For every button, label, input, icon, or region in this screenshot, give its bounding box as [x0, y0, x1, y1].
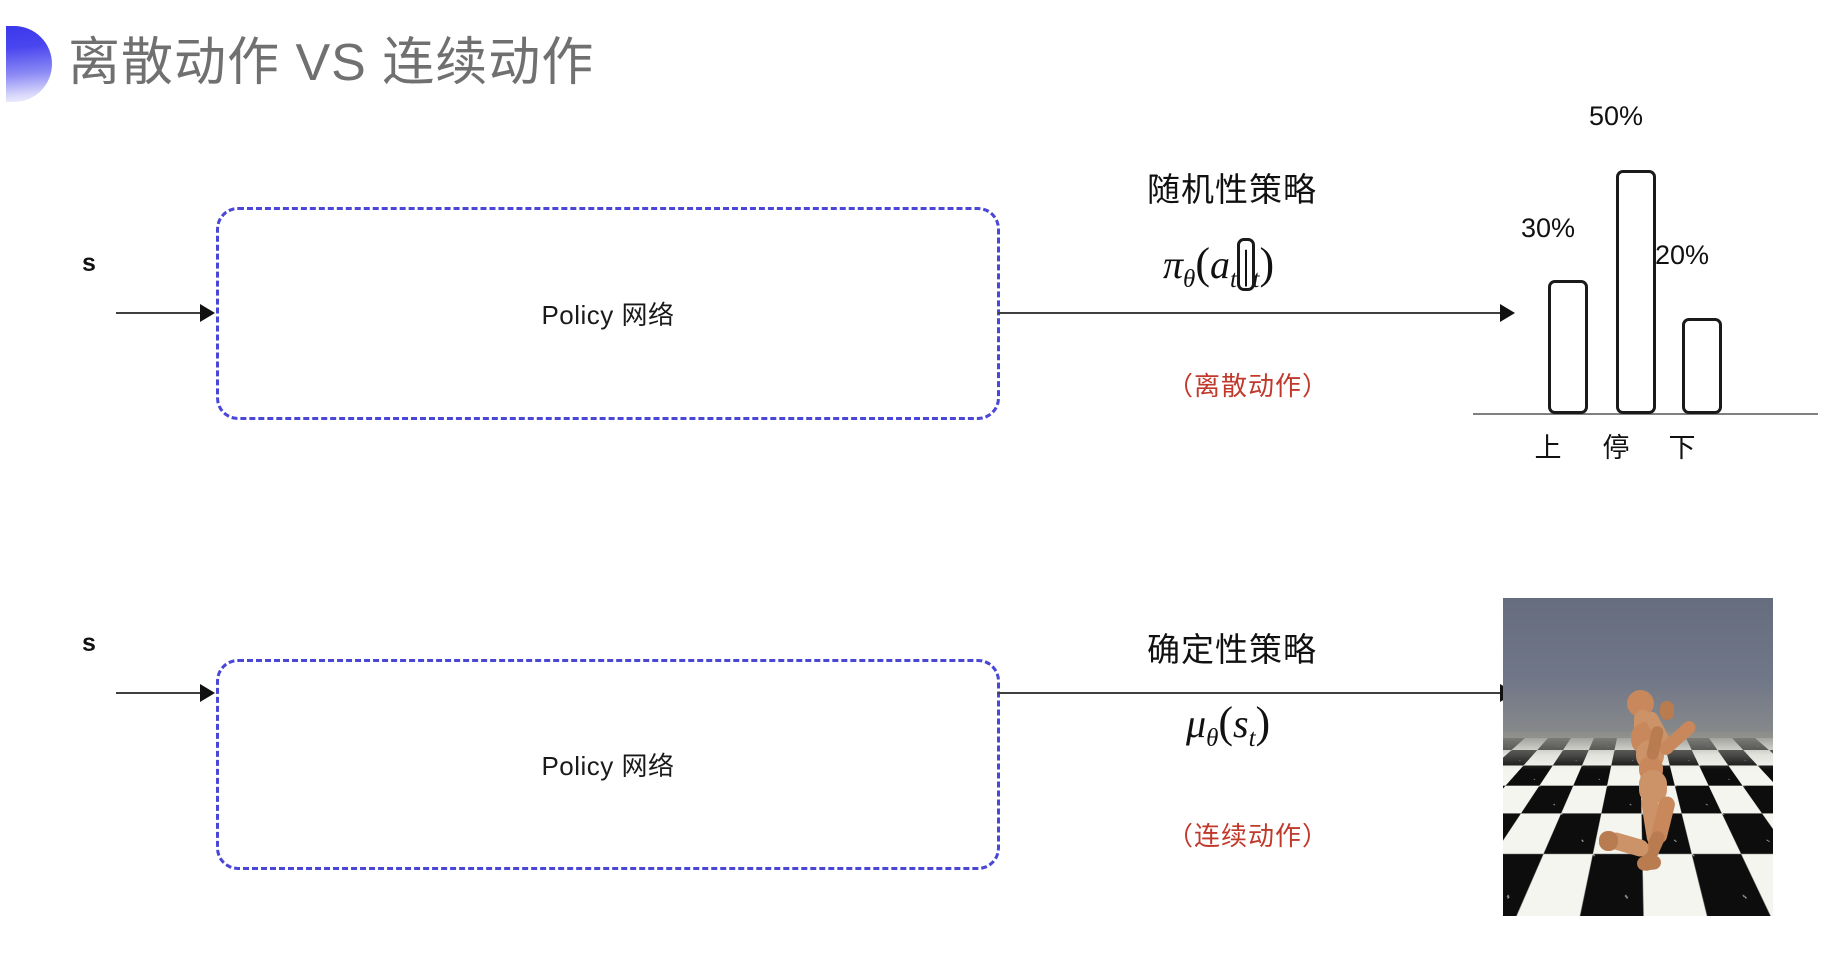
formula-continuous-arg-sub: t — [1248, 725, 1256, 752]
input-state-label-discrete: s — [82, 249, 96, 277]
formula-continuous-base: μ — [1186, 701, 1207, 746]
note-discrete: （离散动作） — [1167, 371, 1330, 401]
output-arrow-line-continuous — [998, 692, 1504, 694]
formula-discrete-base-sub: θ — [1183, 266, 1196, 293]
bar-category-2: 下 — [1668, 433, 1696, 463]
bar-2[interactable] — [1682, 318, 1722, 414]
policy-network-label-continuous: Policy 网络 — [541, 751, 675, 781]
policy-network-box-continuous[interactable]: Policy 网络 — [216, 659, 1000, 870]
formula-discrete-sep: | — [1236, 238, 1255, 291]
bar-value-1: 50% — [1588, 101, 1644, 131]
policy-kind-label-discrete: 随机性策略 — [1147, 171, 1317, 208]
formula-continuous: μθ(st) — [1186, 697, 1270, 753]
chart-x-axis — [1473, 413, 1818, 415]
bar-0[interactable] — [1548, 280, 1588, 414]
policy-network-label-discrete: Policy 网络 — [541, 300, 675, 330]
formula-discrete-arg: a — [1209, 242, 1230, 287]
formula-continuous-close: ) — [1255, 698, 1271, 747]
formula-discrete: πθ(at|st) — [1163, 238, 1274, 294]
formula-discrete-base: π — [1163, 242, 1184, 287]
input-arrow-line-discrete — [116, 312, 202, 314]
bar-value-0: 30% — [1520, 213, 1576, 243]
formula-continuous-base-sub: θ — [1206, 725, 1219, 752]
formula-continuous-open: ( — [1218, 698, 1234, 747]
bar-value-2: 20% — [1654, 240, 1710, 270]
bar-category-1: 停 — [1602, 433, 1630, 463]
humanoid-foot-right — [1599, 831, 1618, 851]
output-arrow-line-discrete — [998, 312, 1504, 314]
page-title: 离散动作 VS 连续动作 — [68, 34, 595, 92]
bar-1[interactable] — [1616, 170, 1656, 414]
title-decoration-icon — [6, 26, 52, 102]
humanoid-hand-left — [1660, 701, 1674, 720]
bar-category-0: 上 — [1534, 433, 1562, 463]
action-probability-bar-chart: 30% 上 50% 停 20% 下 — [1460, 95, 1820, 463]
humanoid-simulation-image — [1503, 598, 1773, 916]
input-arrow-line-continuous — [116, 692, 202, 694]
formula-continuous-arg: s — [1233, 701, 1249, 746]
formula-discrete-close: ) — [1259, 239, 1275, 288]
note-continuous: （连续动作） — [1167, 821, 1330, 851]
input-arrow-head-continuous — [200, 684, 215, 702]
formula-discrete-cond-sub: t — [1252, 266, 1260, 293]
formula-discrete-open: ( — [1195, 239, 1210, 288]
output-arrow-head-discrete — [1500, 304, 1515, 322]
input-state-label-continuous: s — [82, 629, 96, 657]
policy-network-box-discrete[interactable]: Policy 网络 — [216, 207, 1000, 420]
formula-discrete-arg-sub: t — [1229, 266, 1237, 293]
input-arrow-head-discrete — [200, 304, 215, 322]
policy-kind-label-continuous: 确定性策略 — [1147, 631, 1317, 668]
